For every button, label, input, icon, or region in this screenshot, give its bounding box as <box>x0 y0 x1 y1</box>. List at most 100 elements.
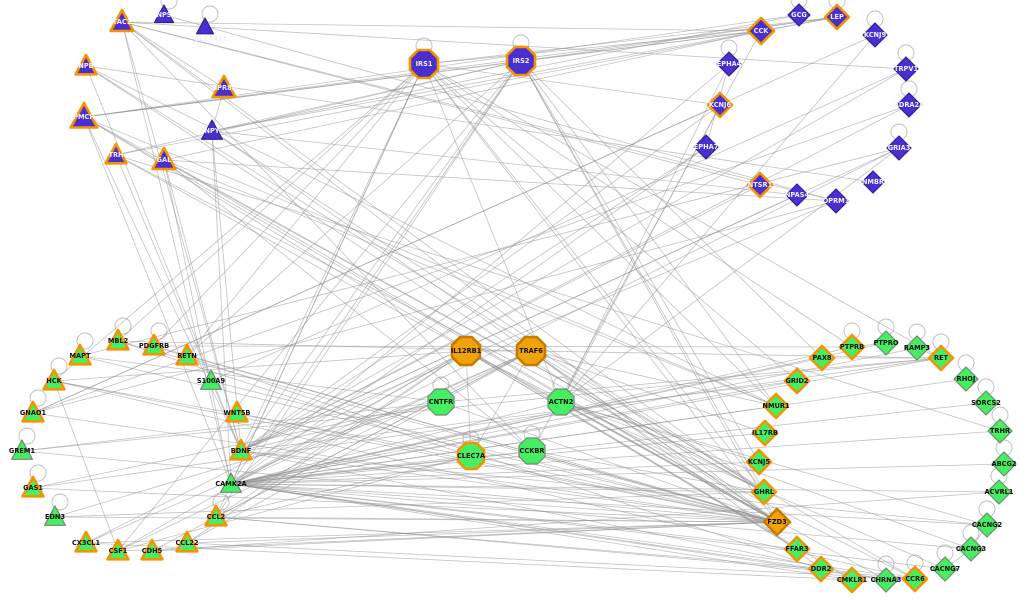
node-cckbr[interactable]: CCKBR <box>518 437 546 465</box>
node-shape-triangle <box>229 438 253 461</box>
node-npas4[interactable]: NPAS4 <box>785 183 810 207</box>
node-shape-octagon <box>456 441 486 471</box>
self-loop-gnao1 <box>29 389 47 407</box>
edge-traf6-csf1 <box>117 350 532 552</box>
node-ptprb[interactable]: PTPRB <box>838 333 866 361</box>
node-trpv1[interactable]: TRPV1 <box>893 56 919 82</box>
edge-pmch-nmur1 <box>83 116 777 407</box>
edge-ptprb-pdgfrb <box>153 345 853 348</box>
edge-traf6-ret <box>530 350 942 359</box>
node-gria3[interactable]: GRIA3 <box>886 135 912 161</box>
node-kcnj6[interactable]: KCNJ6 <box>706 91 734 119</box>
node-shape-diamond <box>958 536 984 562</box>
edge-cntfr-grem1 <box>21 401 442 452</box>
node-shape-triangle <box>195 17 215 35</box>
edge-bdnf-npy <box>211 130 242 452</box>
node-nps[interactable]: NPS <box>153 4 175 24</box>
node-shape-diamond <box>745 448 773 476</box>
node-kcnj9[interactable]: KCNJ9 <box>862 22 888 48</box>
node-chrna3[interactable]: CHRNA3 <box>871 567 902 593</box>
node-shape-diamond <box>706 91 734 119</box>
node-ccr6[interactable]: CCR6 <box>901 565 929 593</box>
node-ntsr1[interactable]: NTSR1 <box>746 171 774 199</box>
node-gpr83[interactable]: GPR83 <box>211 74 237 99</box>
self-loop-ccl2 <box>212 493 230 511</box>
edge-pmch-gcg <box>83 14 800 118</box>
node-abcg2[interactable]: ABCG2 <box>991 451 1017 477</box>
node-hck[interactable]: HCK <box>42 368 66 391</box>
edge-irs1-bdnf <box>240 63 425 452</box>
node-cntfr[interactable]: CNTFR <box>427 388 455 416</box>
edge-bdnf-ntsr1 <box>240 184 761 452</box>
node-il17rb[interactable]: IL17RB <box>751 419 779 447</box>
edge-gal-oprm1 <box>163 159 837 202</box>
node-shape-diamond <box>785 183 809 207</box>
edge-ret-grem1 <box>21 357 942 452</box>
edge-gal-cckbr <box>163 159 533 452</box>
self-loop-grem1 <box>18 427 36 445</box>
edge-camk2a-tac1 <box>121 21 232 485</box>
node-sorcs2[interactable]: SORCS2 <box>971 390 1001 416</box>
node-shape-octagon <box>505 45 537 77</box>
edge-bdnf-trh <box>115 154 242 452</box>
node-wnt5b[interactable]: WNT5B <box>224 400 251 423</box>
node-tac1[interactable]: TAC1 <box>109 8 135 33</box>
node-irs2[interactable]: IRS2 <box>505 45 537 77</box>
node-oprm1[interactable]: OPRM1 <box>823 188 850 214</box>
edge-bdnf-trpv1 <box>240 68 907 452</box>
node-clec7a[interactable]: CLEC7A <box>456 441 486 471</box>
node-actn2[interactable]: ACTN2 <box>547 388 575 416</box>
node-irs1[interactable]: IRS1 <box>408 48 440 80</box>
edge-irs1-nmur1 <box>423 63 777 407</box>
node-csf1[interactable]: CSF1 <box>106 538 130 561</box>
node-cx3cl1[interactable]: CX3CL1 <box>72 530 101 553</box>
node-shape-triangle <box>109 8 135 33</box>
edge-gal-ghrl <box>163 159 765 493</box>
node-edn3[interactable]: EDN3 <box>44 505 66 526</box>
node-shape-triangle <box>220 472 242 493</box>
node-shape-diamond <box>783 367 811 395</box>
edge-gal-nmur1 <box>163 159 777 407</box>
edge-actn2-kcnj9 <box>560 34 876 403</box>
node-ptpro[interactable]: PTPRO <box>873 330 899 356</box>
node-epha4[interactable]: EPHA4 <box>716 51 742 77</box>
edge-irs2-pax8 <box>520 60 823 359</box>
node-cacng2[interactable]: CACNG2 <box>972 512 1003 538</box>
edge-bdnf-cacng2 <box>240 450 988 526</box>
node-traf6[interactable]: TRAF6 <box>515 335 547 367</box>
node-il12rb1[interactable]: IL12RB1 <box>450 335 482 367</box>
edge-irs1-grid2 <box>423 63 798 382</box>
edge-il12rb1-ccl2 <box>215 350 467 518</box>
node-npb[interactable]: NPB <box>74 53 98 76</box>
node-grid2[interactable]: GRID2 <box>783 367 811 395</box>
node-ddr2[interactable]: DDR2 <box>807 555 835 583</box>
node-shape-diamond <box>823 3 851 31</box>
edge-tac1-oprm1 <box>121 21 837 202</box>
node-pdgfrb[interactable]: PDGFRB <box>139 333 169 356</box>
node-nmur1[interactable]: NMUR1 <box>762 392 790 420</box>
edge-gpr83-tac1 <box>121 21 225 89</box>
node-pmch[interactable]: PMCH <box>69 101 99 129</box>
node-nmbr[interactable]: NMBR <box>861 170 885 194</box>
node-adra2a[interactable]: ADRA2A <box>894 92 925 118</box>
edge-clec7a-csf1 <box>117 455 472 552</box>
node-epha7[interactable]: EPHA7 <box>693 134 719 160</box>
edge-gnao1-kcnj9 <box>32 34 876 414</box>
node-acvrl1[interactable]: ACVRL1 <box>985 479 1014 505</box>
edge-irs2-csf1 <box>117 60 522 552</box>
edge-irs1-cck <box>423 30 762 65</box>
node-rhoj[interactable]: RHOJ <box>953 366 979 392</box>
edge-actn2-cacng2 <box>560 401 988 526</box>
node-lep[interactable]: LEP <box>823 3 851 31</box>
node-shape-triangle <box>204 504 228 527</box>
node-trhr[interactable]: TRHR <box>987 418 1013 444</box>
edge-camk2a-pmch <box>83 116 232 485</box>
node-mapt[interactable]: MAPT <box>68 343 92 366</box>
node-ret[interactable]: RET <box>927 344 955 372</box>
edge-camk2a-abcg2 <box>230 463 1005 485</box>
node-shape-diamond <box>886 135 912 161</box>
edge-camk2a-trhr <box>230 430 1001 485</box>
edge-gal-cck <box>163 30 762 161</box>
